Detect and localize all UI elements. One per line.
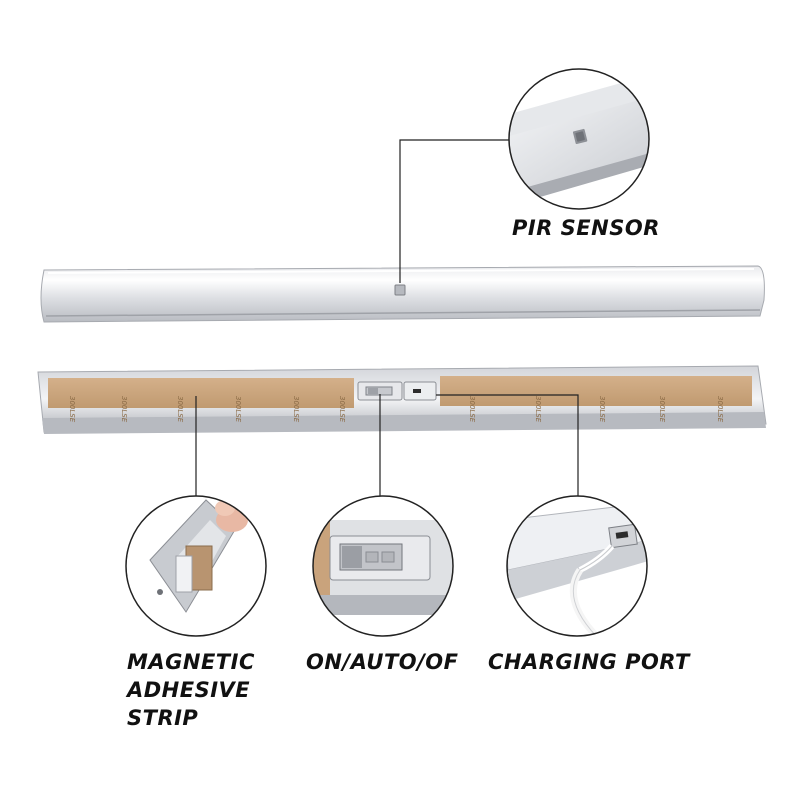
magnetic-line-2: ADHESIVE bbox=[127, 678, 251, 702]
svg-text:300LSE: 300LSE bbox=[68, 396, 76, 423]
light-bar-back: 300LSE 300LSE 300LSE 300LSE 300LSE 300LS… bbox=[37, 365, 767, 434]
charging-port-text: CHARGING PORT bbox=[488, 650, 690, 674]
light-bar-front bbox=[40, 265, 765, 323]
magnetic-line-1: MAGNETIC bbox=[127, 650, 255, 674]
switch-zoom bbox=[312, 495, 454, 637]
adhesive-tape-left bbox=[48, 378, 354, 408]
usb-port bbox=[413, 389, 421, 393]
callout-lines bbox=[195, 139, 579, 497]
svg-text:300LSE: 300LSE bbox=[658, 396, 666, 423]
svg-text:300LSE: 300LSE bbox=[534, 396, 542, 423]
adhesive-tape-right bbox=[440, 376, 752, 406]
switch-label: ON/AUTO/OF bbox=[306, 648, 459, 676]
charging-port-label: CHARGING PORT bbox=[488, 648, 690, 676]
svg-text:300LSE: 300LSE bbox=[234, 396, 242, 423]
magnetic-line-3: STRIP bbox=[127, 706, 199, 730]
pir-sensor-label: PIR SENSOR bbox=[512, 214, 660, 242]
pir-sensor-zoom bbox=[508, 68, 650, 210]
svg-text:300LSE: 300LSE bbox=[468, 396, 476, 423]
port-callout-line bbox=[436, 394, 579, 497]
pir-callout-line bbox=[399, 139, 510, 283]
switch-text: ON/AUTO/OF bbox=[306, 650, 459, 674]
pir-sensor-text: PIR SENSOR bbox=[512, 216, 660, 240]
pir-sensor-window bbox=[394, 284, 406, 296]
svg-text:300LSE: 300LSE bbox=[176, 396, 184, 423]
svg-text:300LSE: 300LSE bbox=[338, 396, 346, 423]
svg-text:300LSE: 300LSE bbox=[716, 396, 724, 423]
svg-text:300LSE: 300LSE bbox=[120, 396, 128, 423]
magnetic-strip-zoom bbox=[125, 495, 267, 637]
charging-port-zoom bbox=[506, 495, 648, 637]
magnetic-strip-label: MAGNETIC ADHESIVE STRIP bbox=[127, 648, 255, 732]
svg-text:300LSE: 300LSE bbox=[598, 396, 606, 423]
svg-text:300LSE: 300LSE bbox=[292, 396, 300, 423]
